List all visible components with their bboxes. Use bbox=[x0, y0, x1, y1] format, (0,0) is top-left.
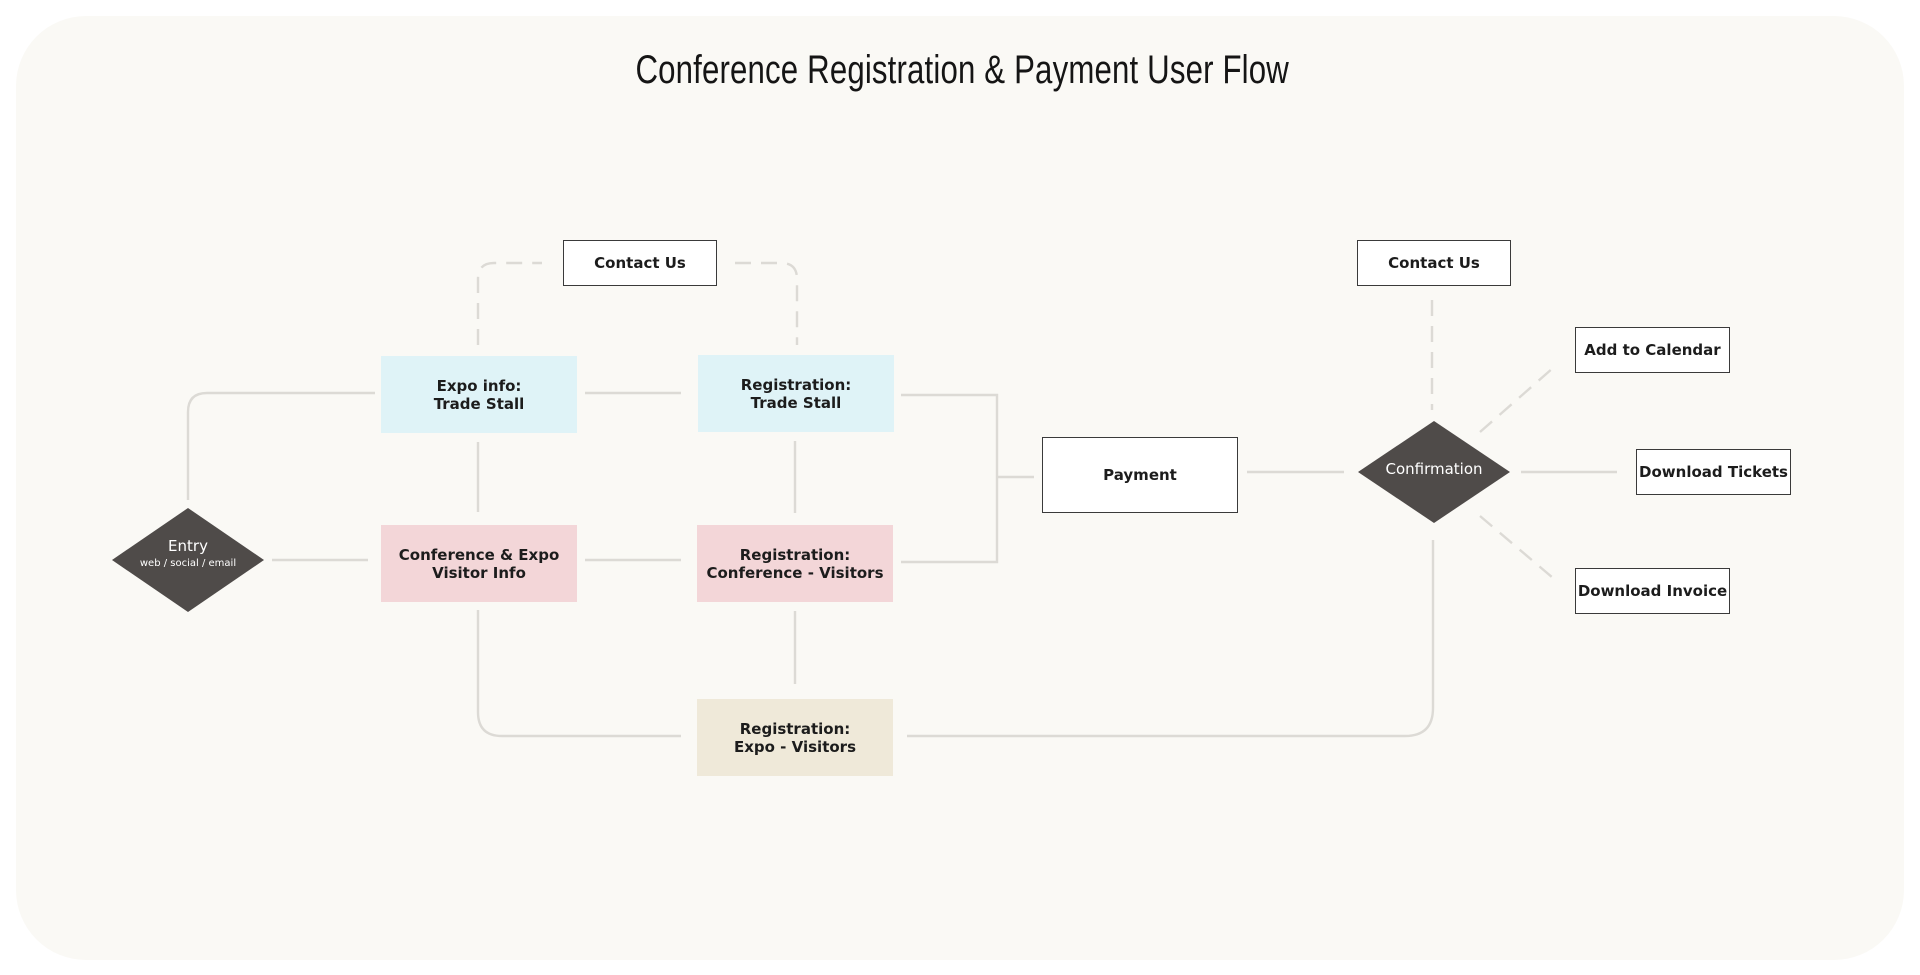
confirmation-node: Confirmation bbox=[1369, 460, 1499, 478]
entry-diamond bbox=[112, 508, 264, 612]
confirmation-label: Confirmation bbox=[1385, 460, 1483, 478]
download-invoice-node: Download Invoice bbox=[1575, 568, 1730, 614]
entry-label: Entry bbox=[168, 537, 208, 555]
registration-expo-visitors-node: Registration: Expo - Visitors bbox=[697, 699, 893, 776]
diagram-title: Conference Registration & Payment User F… bbox=[635, 48, 1289, 92]
diagram-canvas bbox=[16, 16, 1904, 960]
dashed-connector-confirmation-calendar bbox=[1479, 367, 1554, 433]
registration-trade-stall-node: Registration: Trade Stall bbox=[698, 355, 894, 432]
connector-reg-expo-confirmation bbox=[907, 540, 1435, 738]
entry-node: Entry web / social / email bbox=[128, 537, 248, 569]
connector-bracket-payment bbox=[901, 393, 999, 564]
payment-node: Payment bbox=[1042, 437, 1238, 513]
registration-conference-visitors-node: Registration: Conference - Visitors bbox=[697, 525, 893, 602]
dashed-connector-expo-contact bbox=[476, 261, 542, 345]
confirmation-diamond bbox=[1358, 421, 1510, 523]
entry-sublabel: web / social / email bbox=[139, 558, 237, 569]
contact-us-right-node: Contact Us bbox=[1357, 240, 1511, 286]
connector-entry-expo-info bbox=[186, 391, 375, 500]
dashed-connector-contact-reg-trade bbox=[735, 261, 799, 345]
expo-info-trade-stall-node: Expo info: Trade Stall bbox=[381, 356, 577, 433]
download-tickets-node: Download Tickets bbox=[1636, 449, 1791, 495]
conference-expo-visitor-info-node: Conference & Expo Visitor Info bbox=[381, 525, 577, 602]
connector-conf-info-reg-expo bbox=[476, 610, 681, 738]
dashed-connector-confirmation-invoice bbox=[1479, 515, 1554, 579]
contact-us-left-node: Contact Us bbox=[563, 240, 717, 286]
add-to-calendar-node: Add to Calendar bbox=[1575, 327, 1730, 373]
